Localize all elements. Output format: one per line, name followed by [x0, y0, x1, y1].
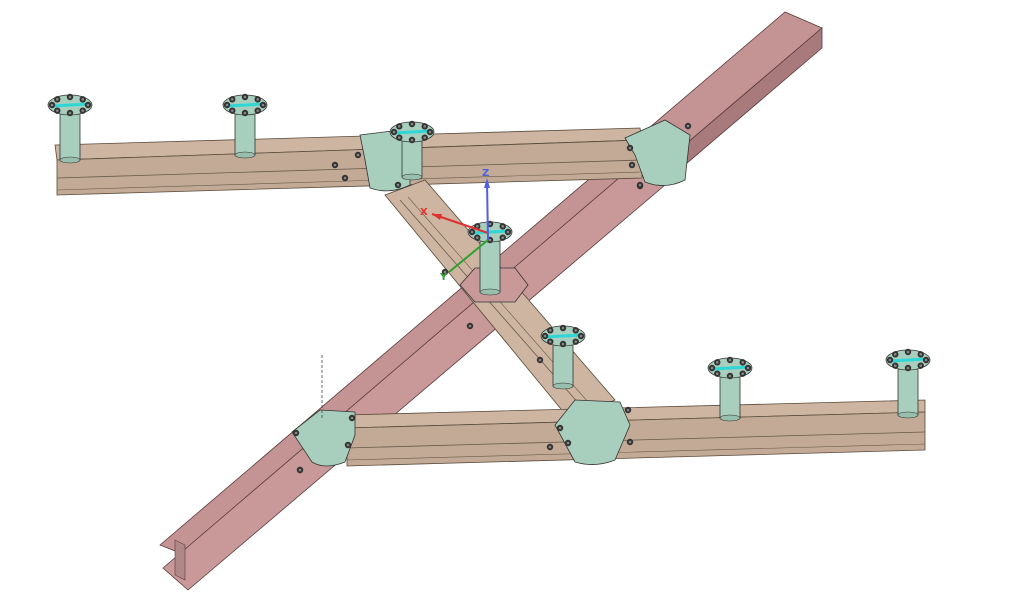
z-axis-arrow: [484, 178, 490, 188]
axis-triad[interactable]: X Y Z: [420, 168, 490, 283]
bolt-icon: [241, 109, 249, 117]
support-post[interactable]: [885, 348, 931, 419]
bolt-icon: [714, 370, 721, 377]
bolt-icon: [48, 101, 56, 109]
bolt-icon: [408, 120, 416, 128]
bolt-icon: [917, 362, 924, 369]
bolt-icon: [223, 101, 231, 109]
bolt-icon: [504, 228, 512, 236]
y-axis-label: Y: [439, 272, 448, 283]
bolt-icon: [254, 107, 261, 114]
bolt-icon: [559, 324, 567, 332]
bolt-icon: [541, 332, 549, 340]
bolt-icon: [241, 93, 249, 101]
bolt-icon: [390, 128, 398, 136]
bolt-icon: [468, 228, 476, 236]
bolt-icon: [904, 348, 912, 356]
left-horizontal-beam[interactable]: [54, 127, 643, 196]
bolt-icon: [577, 332, 585, 340]
bolt-icon: [547, 327, 554, 334]
clamp-block[interactable]: [546, 399, 634, 465]
bolt-icon: [259, 101, 267, 109]
x-axis-label: X: [420, 207, 428, 218]
bolt-icon: [84, 101, 92, 109]
bolt-icon: [922, 356, 930, 364]
clamp-block[interactable]: [624, 119, 692, 190]
bolt-icon: [421, 123, 428, 130]
support-post[interactable]: [389, 120, 435, 181]
bolt-icon: [917, 351, 924, 358]
bolt-icon: [396, 123, 403, 130]
bolt-icon: [892, 362, 899, 369]
x-axis: [431, 213, 489, 234]
bolt-icon: [54, 96, 61, 103]
bolt-icon: [474, 234, 481, 241]
z-axis-label: Z: [482, 168, 489, 179]
z-axis: [486, 181, 489, 241]
support-post[interactable]: [540, 324, 586, 390]
bolt-icon: [66, 93, 74, 101]
bolt-icon: [739, 370, 746, 377]
bolt-icon: [254, 96, 261, 103]
support-post[interactable]: [222, 93, 268, 159]
y-axis: [448, 239, 489, 273]
support-post[interactable]: [467, 220, 513, 296]
x-axis-arrow: [432, 214, 442, 220]
bolt-icon: [726, 372, 734, 380]
bolt-icon: [559, 340, 567, 348]
bolt-icon: [708, 364, 716, 372]
bolt-icon: [229, 96, 236, 103]
bolt-icon: [79, 96, 86, 103]
support-post[interactable]: [707, 356, 753, 422]
bolt-icon: [66, 109, 74, 117]
bolt-icon: [572, 338, 579, 345]
bolt-icon: [739, 359, 746, 366]
bolt-icon: [892, 351, 899, 358]
bolt-icon: [572, 327, 579, 334]
support-post[interactable]: [47, 93, 93, 164]
bolt-icon: [499, 234, 506, 241]
clamp-block[interactable]: [291, 409, 356, 474]
bolt-icon: [886, 356, 894, 364]
right-horizontal-beam[interactable]: [344, 399, 926, 467]
bolt-icon: [904, 364, 912, 372]
bolt-icon: [54, 107, 61, 114]
bolt-icon: [79, 107, 86, 114]
bolt-icon: [744, 364, 752, 372]
bolt-icon: [408, 136, 416, 144]
bolt-icon: [714, 359, 721, 366]
bolt-icon: [547, 338, 554, 345]
bolt-icon: [499, 223, 506, 230]
bolt-icon: [421, 134, 428, 141]
bolt-icon: [396, 134, 403, 141]
bolt-icon: [726, 356, 734, 364]
bolt-icon: [229, 107, 236, 114]
bolt-icon: [426, 128, 434, 136]
